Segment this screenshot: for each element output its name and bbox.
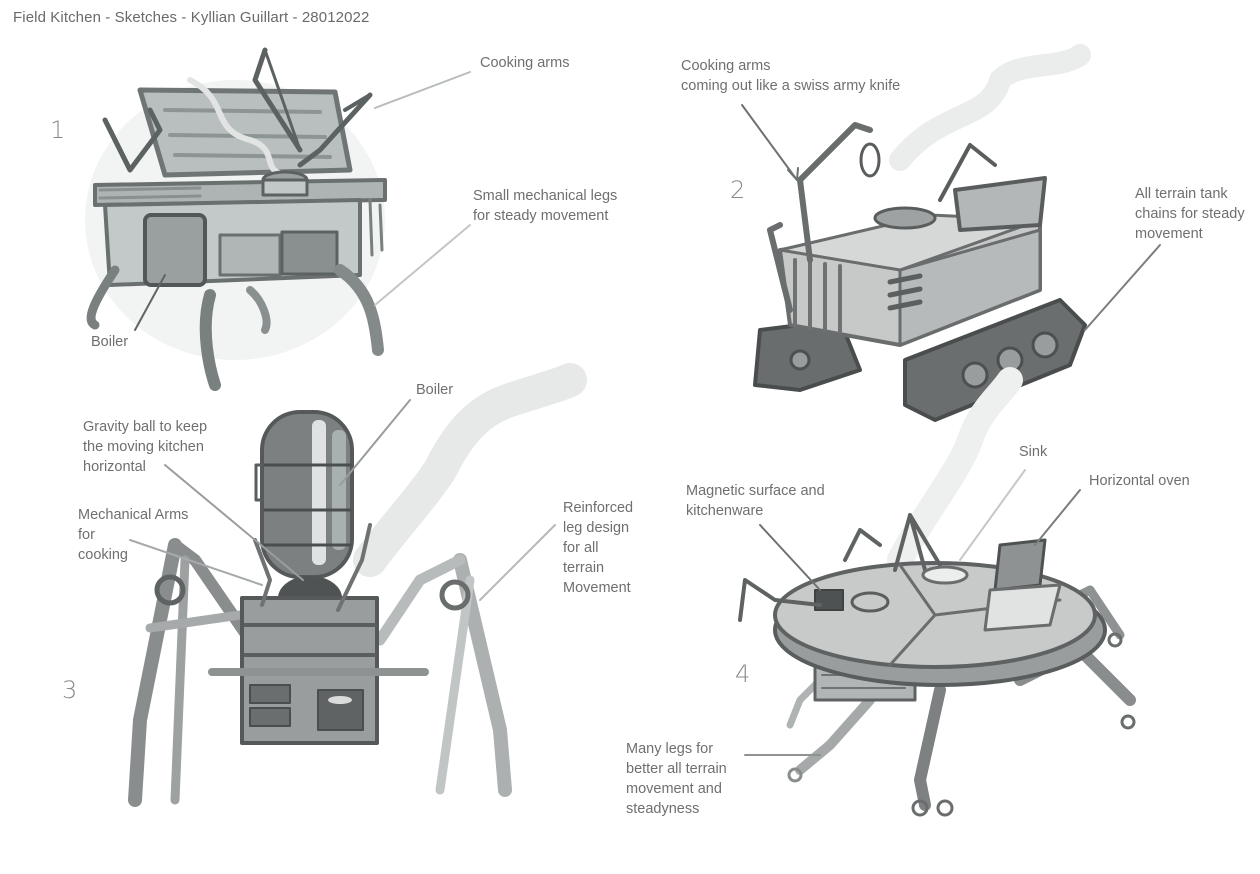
label-mechanical-arms: Mechanical Arms for cooking bbox=[78, 507, 189, 563]
label-boiler-1: Boiler bbox=[91, 334, 129, 350]
label-cooking-arms-2: Cooking arms coming out like a swiss arm… bbox=[681, 58, 901, 94]
sketch-1-drawing bbox=[85, 47, 471, 391]
label-boiler-3: Boiler bbox=[416, 382, 454, 398]
label-reinforced-legs: Reinforced leg design for all terrain Mo… bbox=[563, 500, 634, 596]
label-cooking-arms-1: Cooking arms bbox=[480, 55, 570, 71]
sketch-2-drawing bbox=[741, 44, 1161, 422]
label-horizontal-oven: Horizontal oven bbox=[1089, 473, 1190, 489]
label-gravity-ball: Gravity ball to keep the moving kitchen … bbox=[83, 419, 208, 475]
sketch-3-drawing bbox=[128, 363, 587, 807]
label-small-mechanical-legs: Small mechanical legs for steady movemen… bbox=[473, 188, 618, 224]
label-sink: Sink bbox=[1019, 444, 1048, 460]
sketch-number-1: 1 bbox=[50, 116, 66, 144]
label-magnetic-surface: Magnetic surface and kitchenware bbox=[686, 483, 825, 519]
sketch-number-2: 2 bbox=[730, 176, 746, 204]
sketch-4-drawing bbox=[738, 367, 1136, 817]
sketch-number-4: 4 bbox=[735, 660, 751, 688]
label-tank-chains: All terrain tank chains for steady movem… bbox=[1135, 186, 1245, 242]
sheet-title: Field Kitchen - Sketches - Kyllian Guill… bbox=[13, 9, 370, 26]
sketch-number-3: 3 bbox=[62, 676, 78, 704]
label-many-legs: Many legs for better all terrain movemen… bbox=[626, 741, 727, 817]
